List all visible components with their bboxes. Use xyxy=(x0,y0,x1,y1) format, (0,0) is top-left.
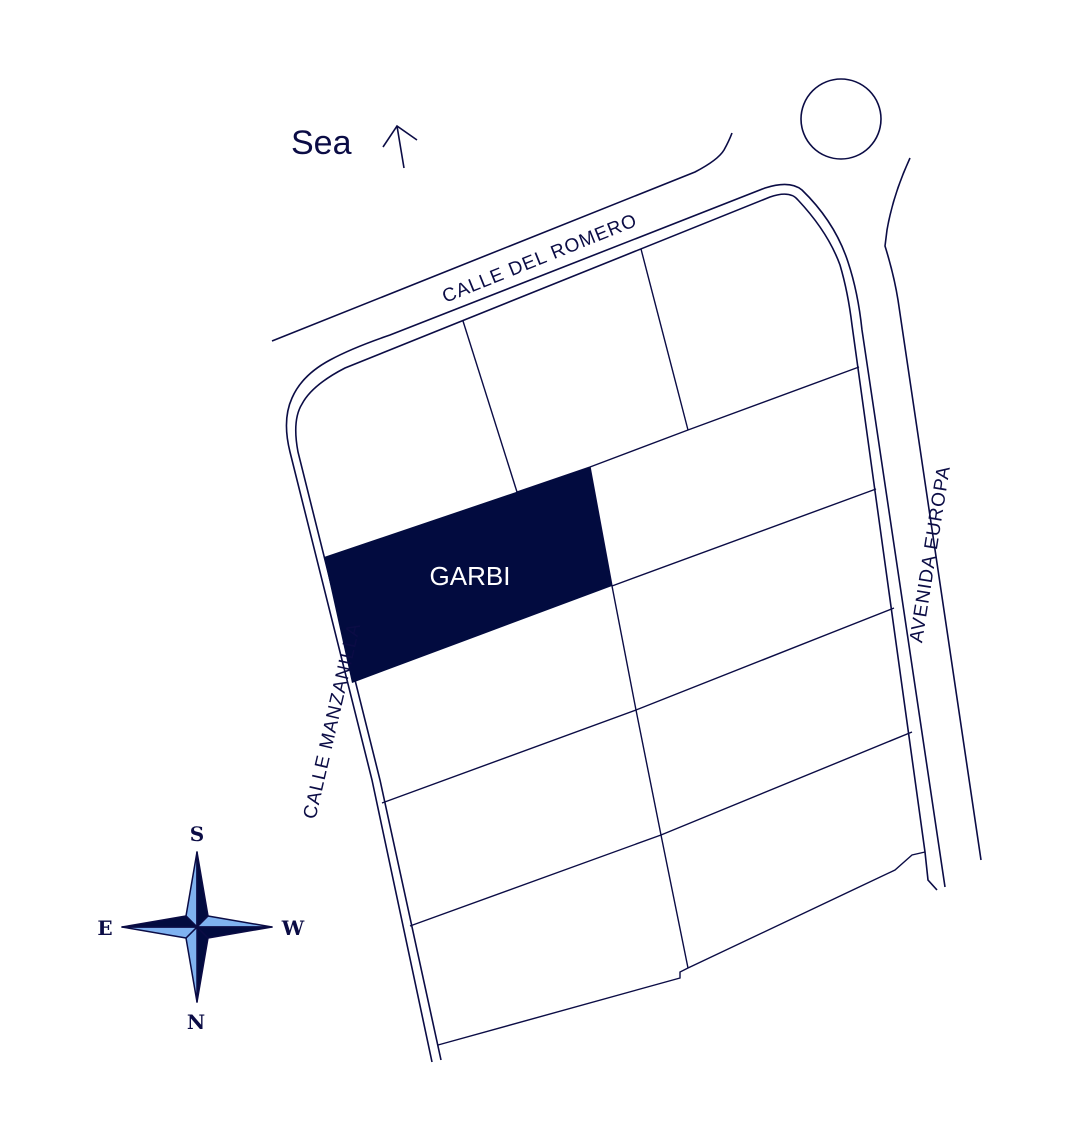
compass-label-top: S xyxy=(190,822,204,846)
block-outer-boundary xyxy=(285,183,946,1063)
avenida-europa-edge xyxy=(884,157,982,861)
street-label-avenida-europa: AVENIDA EUROPA xyxy=(906,464,955,644)
calle-del-romero-edge xyxy=(271,132,733,342)
block-inner-boundary xyxy=(294,193,938,1061)
compass-label-left: E xyxy=(97,916,112,940)
sea-label: Sea xyxy=(291,124,352,162)
sea-arrow-icon xyxy=(382,124,418,169)
compass-rose-icon xyxy=(121,851,273,1003)
street-label-calle-del-romero: CALLE DEL ROMERO xyxy=(439,210,640,308)
street-label-calle-manzanilla: CALLE MANZANILLA xyxy=(300,621,366,821)
compass-label-right: W xyxy=(281,916,305,940)
block-south-boundary xyxy=(437,851,926,1046)
plot-garbi[interactable]: GARBI xyxy=(324,467,612,683)
compass-label-bottom: N xyxy=(187,1010,205,1034)
roundabout xyxy=(800,78,882,160)
plot-garbi-label: GARBI xyxy=(430,561,511,591)
